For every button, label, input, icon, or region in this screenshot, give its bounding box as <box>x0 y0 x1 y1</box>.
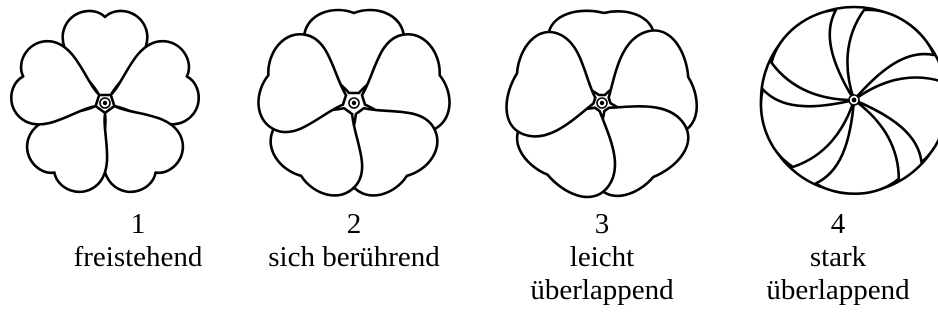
caption-label-line-1: stark <box>718 241 938 274</box>
flower-1-drawing <box>0 0 220 205</box>
flower-center-dot <box>352 101 356 105</box>
caption-label-line-1: leicht <box>482 241 722 274</box>
flower-illustration-touching <box>244 0 464 205</box>
flower-4-drawing <box>736 0 938 205</box>
flower-2-drawing <box>244 0 464 205</box>
caption-number: 3 <box>482 208 722 241</box>
caption-number: 1 <box>18 208 258 241</box>
caption-flower-3: 3 leicht überlappend <box>482 208 722 307</box>
flower-illustration-freestanding <box>0 0 220 205</box>
caption-label: freistehend <box>18 241 258 274</box>
caption-flower-4: 4 stark überlappend <box>718 208 938 307</box>
caption-flower-1: 1 freistehend <box>18 208 258 274</box>
flower-illustration-strongly-overlapping <box>736 0 938 205</box>
flower-illustration-slightly-overlapping <box>490 0 710 205</box>
flower-center-dot <box>600 101 604 105</box>
caption-label: sich berührend <box>234 241 474 274</box>
flower-center-dot <box>852 98 857 103</box>
caption-label-line-2: überlappend <box>482 274 722 307</box>
caption-number: 2 <box>234 208 474 241</box>
caption-number: 4 <box>718 208 938 241</box>
caption-flower-2: 2 sich berührend <box>234 208 474 274</box>
caption-label-line-2: überlappend <box>718 274 938 307</box>
flower-3-drawing <box>490 0 710 205</box>
flower-center-dot <box>103 101 107 105</box>
